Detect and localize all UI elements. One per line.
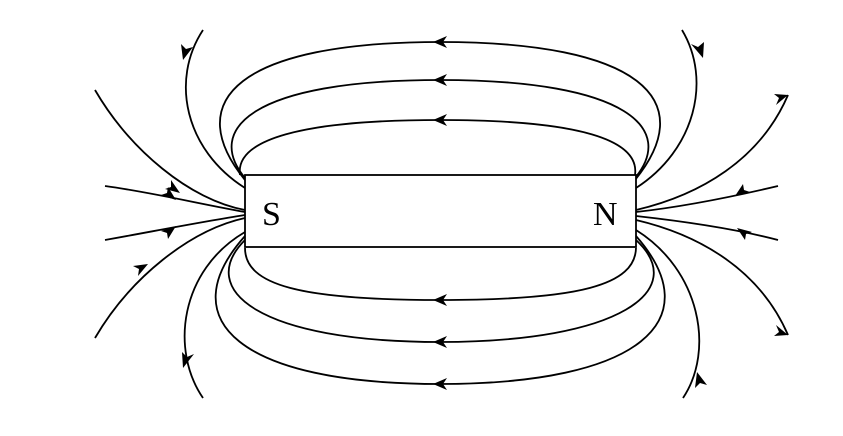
south-pole-label: S bbox=[262, 196, 281, 233]
field-line-right-upper-far bbox=[635, 94, 789, 211]
arrow-bottom-middle bbox=[433, 336, 447, 348]
field-line-top-middle bbox=[230, 79, 650, 179]
north-pole-label: N bbox=[593, 196, 618, 233]
arrow-left-upper-near bbox=[161, 187, 176, 200]
arrow-bottom-outer bbox=[433, 378, 447, 390]
arrow-top-outer bbox=[433, 36, 447, 48]
field-line-top-far-right bbox=[635, 29, 698, 189]
field-line-right-lower-far bbox=[635, 219, 789, 336]
field-line-bottom-far-right bbox=[635, 229, 701, 399]
field-line-bottom-inner bbox=[244, 247, 637, 301]
arrow-bottom-inner bbox=[433, 294, 447, 306]
arrow-left-lower-near bbox=[161, 226, 176, 239]
field-line-left-upper-far bbox=[94, 89, 246, 211]
arrow-top-far-left bbox=[181, 44, 193, 60]
arrow-right-lower-near bbox=[737, 228, 752, 240]
field-line-bottom-outer bbox=[214, 235, 666, 385]
arrowheads bbox=[133, 36, 788, 390]
field-line-left-upper-near bbox=[104, 185, 246, 213]
arrow-bottom-far-right bbox=[695, 372, 707, 388]
arrow-bottom-far-left bbox=[182, 352, 194, 368]
field-line-bottom-far bbox=[183, 231, 246, 399]
arrow-right-lower-far bbox=[774, 325, 788, 336]
field-line-bottom-middle bbox=[227, 239, 655, 343]
arrow-top-middle bbox=[433, 74, 447, 86]
arrow-right-upper-far bbox=[774, 94, 788, 105]
arrow-left-lower-far bbox=[133, 264, 148, 276]
arrow-top-inner bbox=[433, 114, 447, 126]
arrow-left-upper-far bbox=[165, 180, 180, 193]
field-line-top-outer bbox=[219, 41, 661, 181]
bar-magnet bbox=[244, 174, 637, 248]
field-line-right-upper-near bbox=[635, 185, 779, 213]
arrow-top-far-right bbox=[691, 42, 704, 58]
arrow-right-upper-near bbox=[735, 184, 750, 196]
field-line-top-inner bbox=[238, 119, 637, 176]
field-line-right-lower-near bbox=[635, 215, 779, 241]
field-line-left-lower-far bbox=[94, 217, 246, 339]
field-line-top-far bbox=[184, 29, 246, 189]
